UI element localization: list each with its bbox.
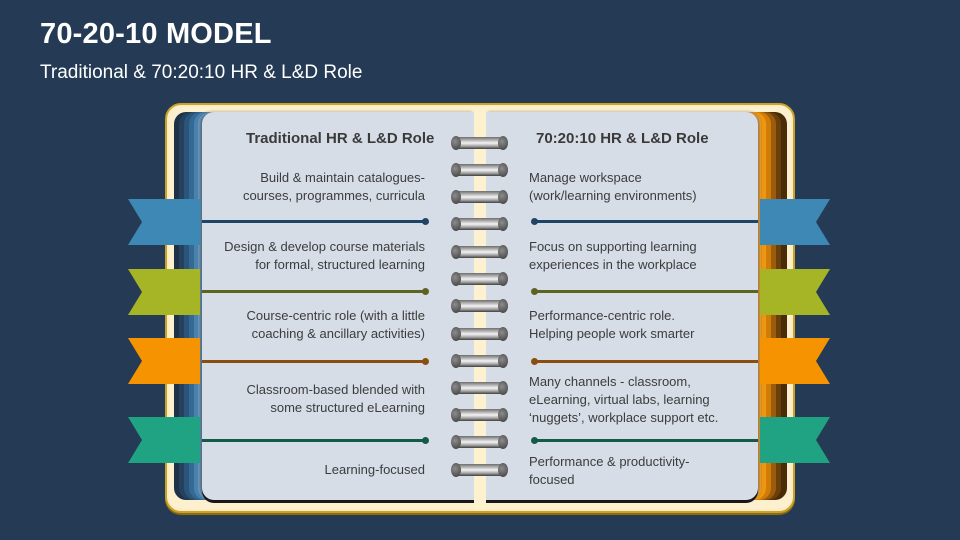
spiral-ring-icon <box>451 381 508 395</box>
spiral-ring-icon <box>451 354 508 368</box>
divider-right-2 <box>536 290 758 293</box>
divider-dot-right-1 <box>531 218 538 225</box>
ribbon-right-orange <box>760 338 830 384</box>
divider-right-3 <box>536 360 758 363</box>
ribbon-left-blue <box>128 199 200 245</box>
divider-right-4 <box>536 439 758 442</box>
right-page <box>486 112 758 500</box>
spiral-ring-icon <box>451 245 508 259</box>
right-item-4: Many channels - classroom, eLearning, vi… <box>529 374 719 425</box>
divider-right-1 <box>536 220 758 223</box>
left-item-4: Classroom-based blended with some struct… <box>246 382 425 415</box>
spiral-ring-icon <box>451 435 508 449</box>
divider-dot-left-2 <box>422 288 429 295</box>
slide-title: 70-20-10 MODEL <box>40 18 272 50</box>
ribbon-left-green <box>128 269 200 315</box>
left-page-heading: Traditional HR & L&D Role <box>246 130 435 147</box>
divider-dot-left-1 <box>422 218 429 225</box>
right-item-5: Performance & productivity- focused <box>529 454 690 487</box>
spiral-ring-icon <box>451 163 508 177</box>
spiral-ring-icon <box>451 272 508 286</box>
ribbon-right-blue <box>760 199 830 245</box>
spiral-ring-icon <box>451 299 508 313</box>
ribbon-left-teal <box>128 417 200 463</box>
right-page-heading: 70:20:10 HR & L&D Role <box>536 130 709 147</box>
spiral-ring-icon <box>451 463 508 477</box>
spiral-ring-icon <box>451 136 508 150</box>
divider-left-4 <box>202 439 426 442</box>
spiral-ring-icon <box>451 327 508 341</box>
divider-dot-right-2 <box>531 288 538 295</box>
left-item-3: Course-centric role (with a little coach… <box>246 308 425 341</box>
left-item-2: Design & develop course materials for fo… <box>224 239 425 272</box>
divider-dot-left-4 <box>422 437 429 444</box>
left-page <box>202 112 480 500</box>
ribbon-right-green <box>760 269 830 315</box>
right-item-2: Focus on supporting learning experiences… <box>529 239 697 272</box>
divider-left-1 <box>202 220 426 223</box>
left-item-1: Build & maintain catalogues- courses, pr… <box>242 170 425 203</box>
right-item-1: Manage workspace (work/learning environm… <box>529 170 697 203</box>
ribbon-left-orange <box>128 338 200 384</box>
slide-subtitle: Traditional & 70:20:10 HR & L&D Role <box>40 62 363 83</box>
divider-left-2 <box>202 290 426 293</box>
spiral-ring-icon <box>451 217 508 231</box>
ribbon-right-teal <box>760 417 830 463</box>
right-item-3: Performance-centric role. Helping people… <box>529 308 695 341</box>
spiral-ring-icon <box>451 408 508 422</box>
divider-dot-right-4 <box>531 437 538 444</box>
divider-left-3 <box>202 360 426 363</box>
left-item-5: Learning-focused <box>324 462 425 477</box>
spiral-ring-icon <box>451 190 508 204</box>
divider-dot-right-3 <box>531 358 538 365</box>
divider-dot-left-3 <box>422 358 429 365</box>
